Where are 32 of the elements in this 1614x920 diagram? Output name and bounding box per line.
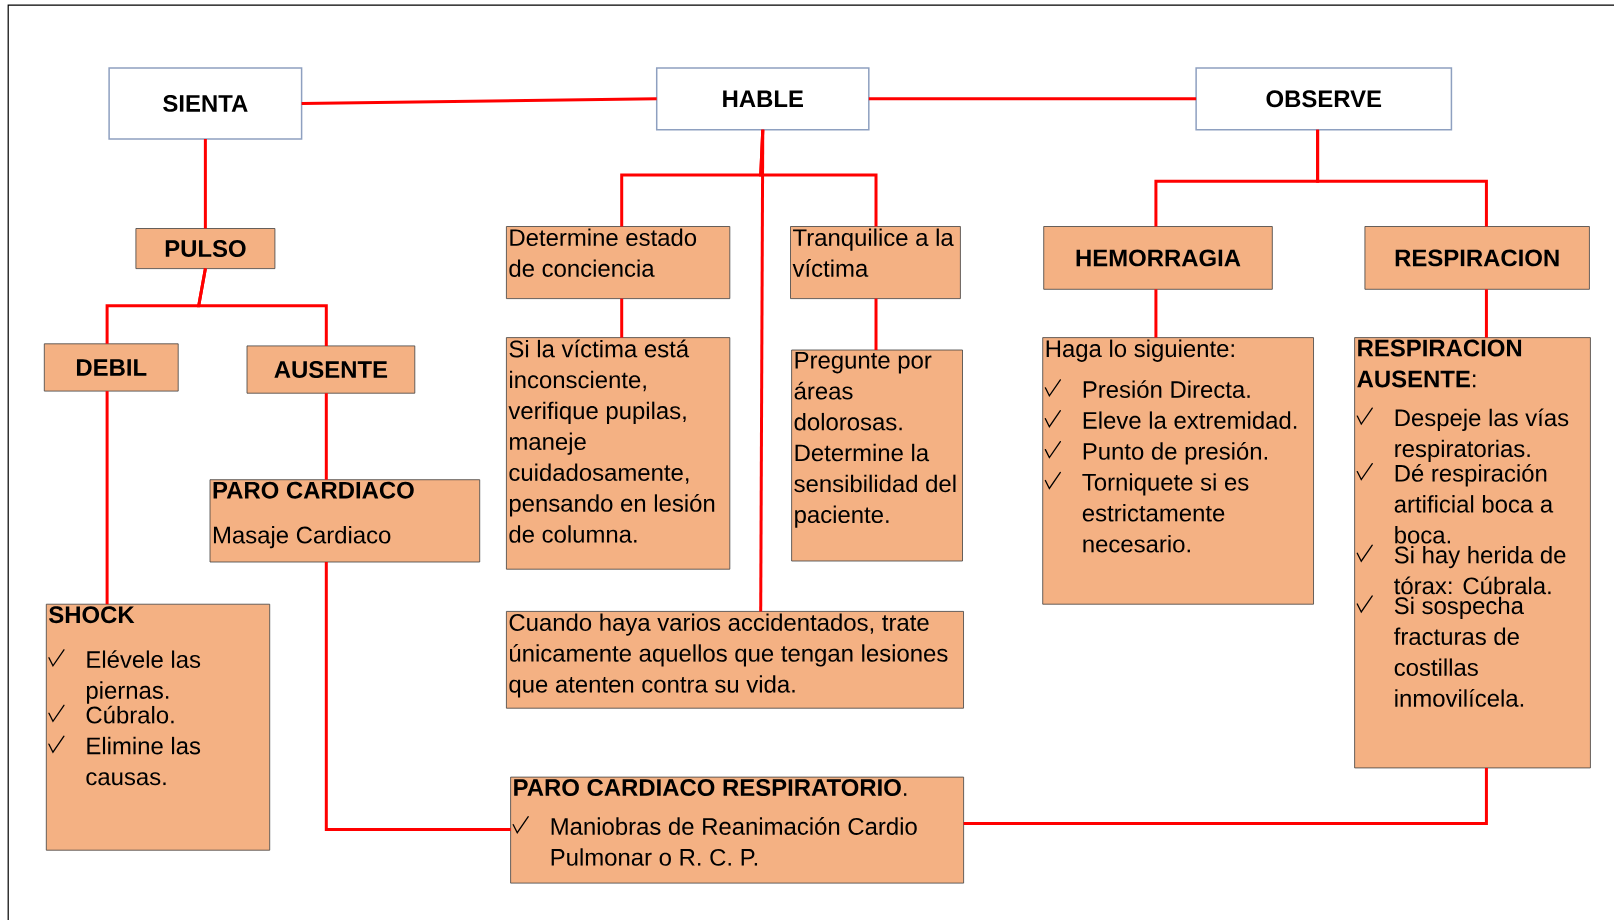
text-box: Haga lo siguiente: Presión Directa. Eleve la extremidad. Punto de presión. Torniquete si es estrictamente necesario. <box>1042 337 1314 605</box>
connector-line <box>324 393 328 480</box>
text-box: Cuando haya varios accidentados, trate únicamente aquellos que tengan lesiones que atenten contra su vida. <box>506 611 964 709</box>
connector-line <box>324 562 511 832</box>
connector-line <box>620 298 624 338</box>
label-box: AUSENTE <box>246 345 416 394</box>
heading-box: HABLE <box>655 67 870 131</box>
label-box: RESPIRACION <box>1364 226 1590 290</box>
connector-line <box>963 767 1488 825</box>
connector-line <box>868 97 1197 101</box>
connector-line <box>196 268 328 346</box>
heading-box: OBSERVE <box>1195 67 1453 131</box>
label-box: DEBIL <box>43 343 179 392</box>
label-box: PULSO <box>135 228 276 269</box>
connector-line <box>1316 129 1488 227</box>
text-box: PARO CARDIACO RESPIRATORIO. Maniobras de Reanimación Cardio Pulmonar o R. C. P. <box>510 776 964 884</box>
connector-line <box>301 97 657 105</box>
heading-box: SIENTA <box>108 67 303 140</box>
label-box: HEMORRAGIA <box>1043 226 1273 290</box>
connector-line <box>874 298 878 350</box>
text-box: Determine estado de conciencia <box>506 226 731 299</box>
text-box: PARO CARDIACO Masaje Cardiaco <box>209 479 481 563</box>
text-box: Pregunte por áreas dolorosas. Determine la sensibilidad del paciente. <box>791 349 963 562</box>
text-box: Si la víctima está inconsciente, verifique pupilas, maneje cuidadosamente, pensando en lesión de columna. <box>506 337 731 570</box>
connector-line <box>203 138 207 229</box>
connector-line <box>759 129 765 612</box>
text-box: RESPIRACION AUSENTE: Despeje las vías respiratorias. Dé respiración artificial boca a boca. Si hay herida de tórax: Cúbrala. Si sospecha fracturas de costillas inmovilícela. <box>1354 337 1591 769</box>
connector-line <box>1484 289 1488 338</box>
text-box: Tranquilice a la víctima <box>790 226 961 299</box>
connector-line <box>1154 289 1158 338</box>
text-box: SHOCK Elévele las piernas. Cúbralo. Elimine las causas. <box>45 603 271 851</box>
connector-line <box>105 391 109 605</box>
